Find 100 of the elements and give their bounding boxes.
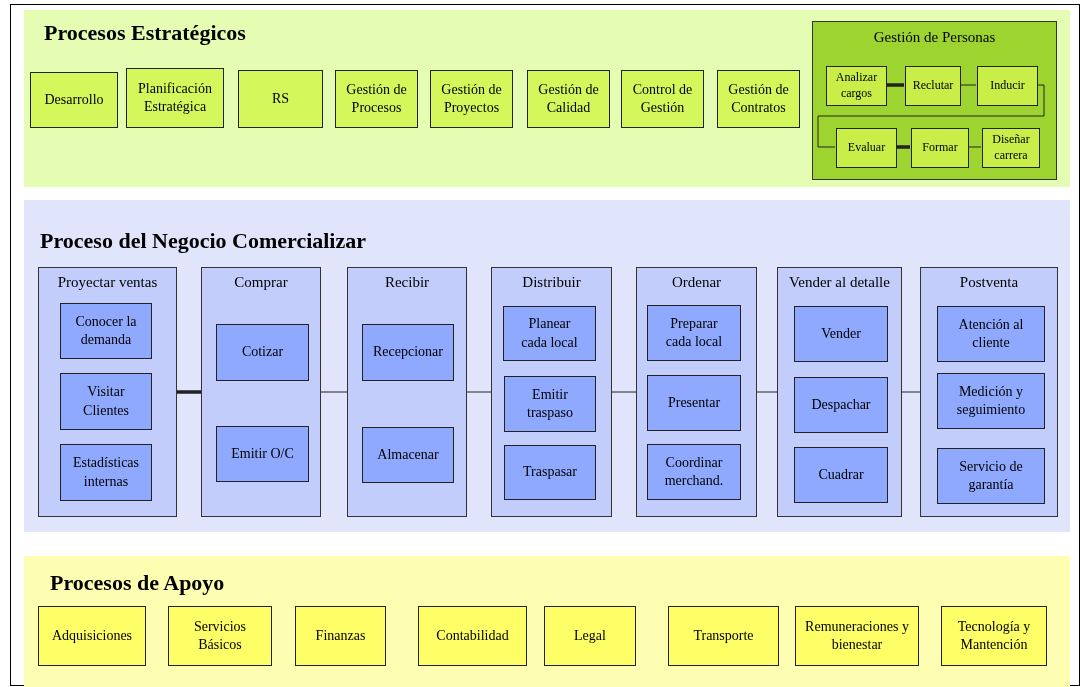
box-label: Planear cada local [520, 315, 579, 352]
group-heading: Recibir [383, 274, 431, 291]
process-box [38, 606, 146, 666]
group-heading: Ordenar [670, 274, 723, 291]
process-column [38, 267, 177, 517]
connector-line [817, 84, 1045, 148]
process-box [941, 606, 1047, 666]
process-box [30, 72, 118, 128]
process-band [24, 10, 1070, 187]
process-column [777, 267, 902, 517]
box-label: Cuadrar [818, 465, 864, 484]
process-box [794, 447, 888, 503]
box-label: Vender [821, 324, 861, 343]
process-box [668, 606, 779, 666]
box-label: Conocer la demanda [74, 312, 138, 349]
process-box [905, 66, 961, 106]
box-label: Reclutar [912, 78, 954, 94]
box-label: Servicio de garantía [958, 457, 1024, 494]
group-heading: Distribuir [521, 274, 582, 291]
box-label: Formar [922, 140, 958, 156]
process-box [937, 373, 1045, 429]
process-box [621, 70, 704, 128]
process-box [126, 68, 224, 128]
process-box [795, 606, 919, 666]
connector-line [177, 390, 201, 394]
box-label: Coordinar merchand. [663, 453, 725, 490]
box-label: Emitir traspaso [526, 385, 574, 422]
process-band [24, 556, 1070, 687]
process-box [794, 377, 888, 433]
process-band [24, 200, 1070, 532]
process-box [60, 444, 152, 501]
box-label: Atención al cliente [957, 315, 1025, 352]
box-label: Analizar cargos [834, 70, 879, 102]
box-label: Emitir O/C [231, 444, 294, 463]
process-box [362, 427, 454, 483]
process-box [216, 426, 309, 482]
process-box [335, 70, 418, 128]
box-label: Adquisiciones [51, 626, 133, 645]
box-label: Visitar Clientes [82, 383, 130, 420]
process-box [647, 305, 741, 361]
process-box [794, 306, 888, 362]
box-label: Evaluar [847, 140, 886, 156]
box-label: Finanzas [315, 626, 366, 645]
box-label: Servicios Básicos [192, 617, 248, 654]
connector-line [959, 84, 977, 86]
process-group [812, 21, 1057, 180]
process-box [836, 128, 897, 168]
connector-line [611, 391, 637, 393]
process-box [216, 324, 309, 381]
group-heading: Proyectar ventas [56, 274, 159, 291]
box-label: Recepcionar [373, 343, 443, 362]
box-label: Legal [574, 626, 606, 645]
box-label: Gestión de Proyectos [440, 80, 503, 117]
box-label: Presentar [667, 393, 721, 412]
box-label: Inducir [990, 78, 1025, 94]
box-label: Estadísticas internas [71, 454, 141, 491]
box-label: Remuneraciones y bienestar [804, 617, 910, 654]
process-column [491, 267, 612, 517]
group-heading: Postventa [958, 274, 1020, 291]
box-label: Gestión de Contratos [727, 80, 790, 117]
process-box [238, 70, 323, 128]
process-box [60, 373, 152, 430]
box-label: Tecnología y Mantención [956, 617, 1032, 654]
connector-line [320, 391, 348, 393]
process-box [717, 70, 800, 128]
process-column [920, 267, 1058, 517]
process-box [647, 444, 741, 500]
section-heading: Proceso del Negocio Comercializar [40, 228, 366, 254]
connector-line [466, 391, 492, 393]
process-box [418, 606, 527, 666]
connector-line [756, 391, 778, 393]
process-box [647, 375, 741, 431]
process-box [826, 66, 887, 106]
box-label: Traspasar [523, 463, 577, 482]
group-heading: Comprar [233, 274, 289, 291]
process-box [937, 448, 1045, 504]
process-box [430, 70, 513, 128]
process-box [503, 306, 596, 361]
connector-line [901, 391, 921, 393]
process-column [201, 267, 321, 517]
process-box [295, 606, 386, 666]
section-heading: Procesos Estratégicos [44, 20, 246, 46]
process-column [347, 267, 467, 517]
box-label: Desarrollo [44, 90, 104, 109]
connector-line [896, 145, 910, 149]
connector-line [886, 83, 904, 87]
box-label: Preparar cada local [664, 314, 724, 351]
box-label: Control de Gestión [631, 80, 694, 117]
process-box [911, 128, 969, 168]
box-label: Almacenar [377, 445, 439, 464]
box-label: Planificación Estratégica [137, 79, 213, 116]
connector-line [967, 146, 982, 148]
process-box [544, 606, 636, 666]
process-box [504, 376, 596, 432]
box-label: Despachar [811, 395, 871, 414]
process-box [977, 66, 1038, 106]
process-column [636, 267, 757, 517]
process-box [982, 128, 1040, 168]
group-heading: Gestión de Personas [872, 29, 997, 46]
process-box [362, 324, 454, 381]
